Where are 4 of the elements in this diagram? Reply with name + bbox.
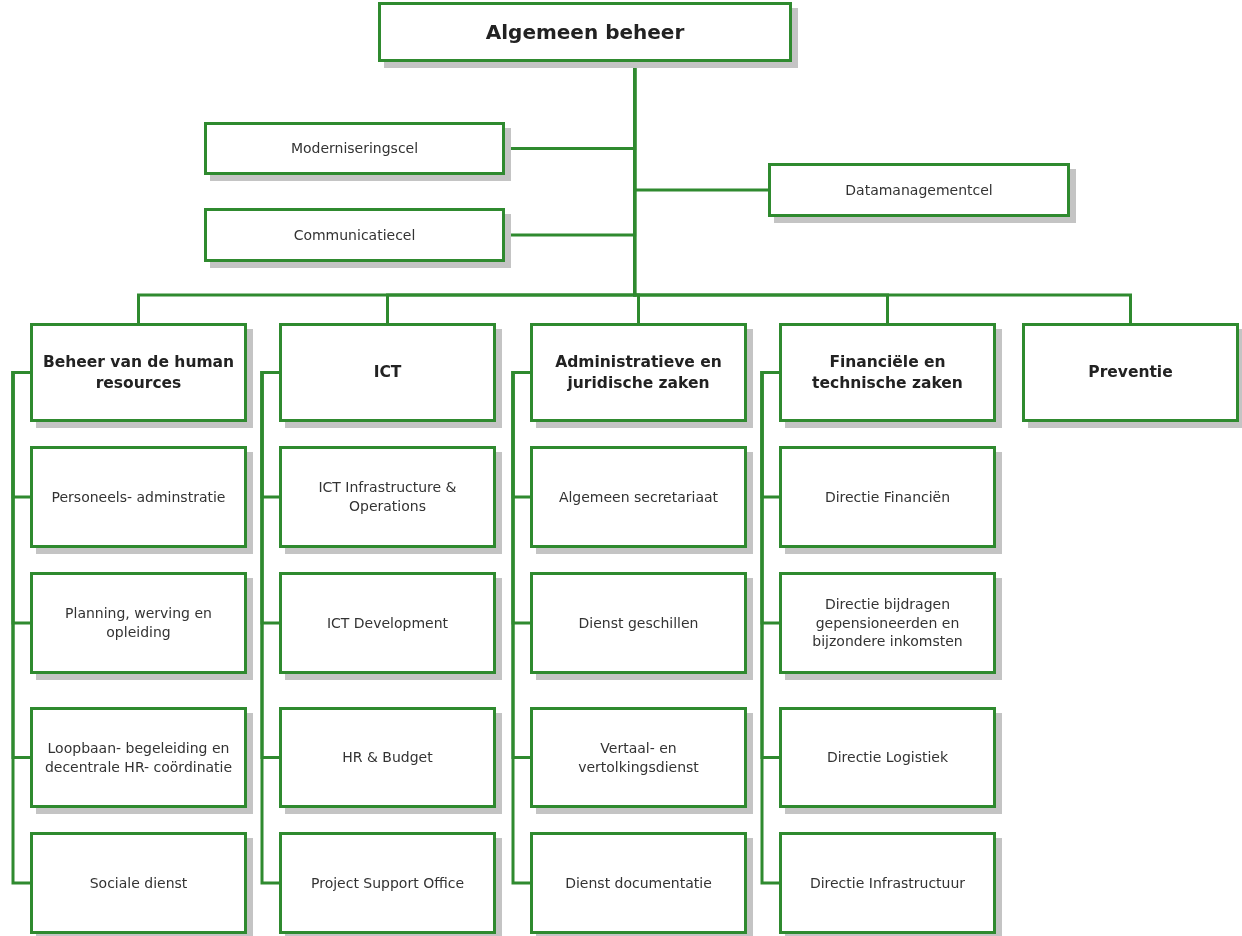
connector-line [11, 371, 30, 885]
connector-line [760, 371, 779, 885]
connector-line [260, 371, 279, 885]
connector-line [511, 371, 530, 885]
